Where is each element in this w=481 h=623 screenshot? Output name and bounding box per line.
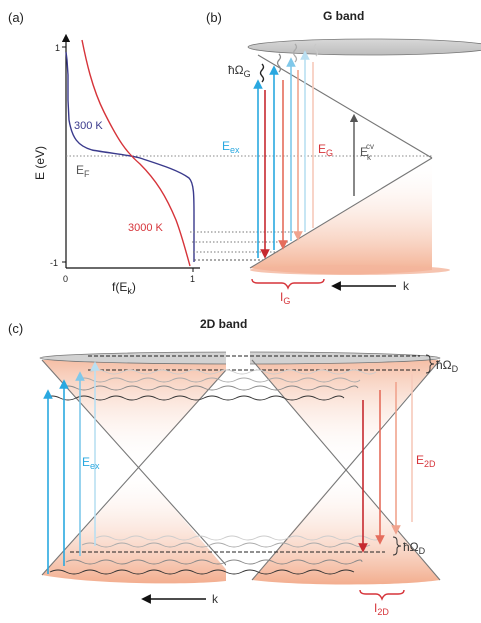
phonon-wave-5 [49, 569, 355, 575]
y-tick-bottom-label: -1 [50, 258, 58, 268]
curve-3000k-label: 3000 K [128, 222, 164, 234]
k-label: k [403, 279, 410, 293]
left-lower-cone-fill [42, 468, 235, 584]
k-label: k [212, 592, 219, 606]
intensity-label: IG [280, 290, 290, 306]
panel-b-title: G band [323, 9, 364, 23]
excitation-energy-label: Eex [222, 139, 240, 155]
x-axis-label: f(Ek) [112, 280, 136, 296]
conduction-cone-top [247, 38, 481, 56]
y-tick-top-label: 1 [55, 43, 60, 53]
panel-c-label: (c) [8, 321, 23, 336]
excitation-energy-label: Eex [82, 455, 100, 471]
right-upper-cone-fill [252, 360, 440, 468]
phonon-squiggle-2 [276, 53, 282, 73]
phonon-wave-7 [81, 542, 371, 548]
curve-300k-label: 300 K [74, 120, 103, 132]
intensity-bracket [359, 589, 405, 601]
phonon-wave-6 [65, 559, 363, 565]
upper-cone-edge [257, 54, 433, 159]
curve-300k [65, 51, 195, 262]
transition-energy-label: Ekcv [360, 142, 374, 162]
intensity-label: I2D [374, 601, 389, 617]
phonon-wave-8 [95, 535, 381, 541]
phonon-wave-3 [75, 377, 361, 383]
valence-cone-bottom [250, 265, 450, 275]
phonon-squiggle-1 [259, 63, 265, 83]
panel-a-label: (a) [8, 10, 24, 25]
phonon-brace-top [425, 354, 435, 374]
x-tick-right-label: 1 [190, 274, 195, 284]
panel-b: (b) G band ħΩG Eex EG Ekcv [206, 9, 481, 306]
panel-c: (c) 2D band [8, 317, 459, 617]
phonon-wave-4 [89, 369, 377, 375]
valence-cone-fill [250, 158, 432, 275]
phonon-label-bottom: ħΩD [403, 540, 426, 556]
phonon-wave-1 [43, 395, 345, 401]
left-cone-edge-2 [41, 359, 236, 576]
phonon-wave-2 [59, 385, 359, 391]
curve-3000k [81, 39, 191, 267]
panel-c-title: 2D band [200, 317, 247, 331]
phonon-label-top: ħΩD [436, 358, 459, 374]
phonon-squiggle-3 [292, 43, 298, 63]
phonon-brace-bottom [392, 536, 402, 556]
emission-energy-label: E2D [416, 453, 436, 469]
k-space-gap [226, 345, 250, 595]
panel-b-label: (b) [206, 10, 222, 25]
panel-a: (a) 1 -1 0 1 E (eV) f(Ek) EF 300 K 3000 … [8, 10, 432, 296]
y-axis-label: E (eV) [33, 146, 47, 180]
left-upper-cone-fill [42, 360, 235, 468]
intensity-bracket [251, 278, 325, 290]
emission-energy-label: EG [318, 142, 333, 158]
phonon-squiggle-4 [313, 43, 319, 57]
phonon-label: ħΩG [228, 63, 251, 79]
x-tick-left-label: 0 [63, 274, 68, 284]
fermi-level-label: EF [76, 163, 90, 179]
